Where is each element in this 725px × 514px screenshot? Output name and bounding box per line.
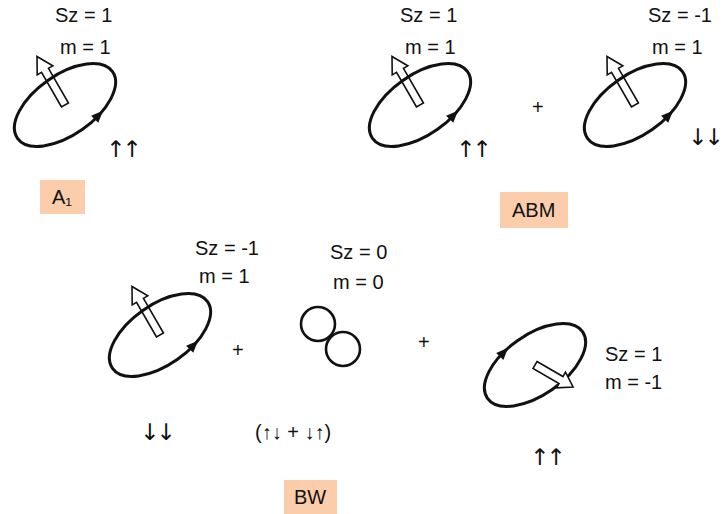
state-label: Sz = 1 [605,342,662,366]
state-label: m = -1 [605,370,662,394]
state-label: Sz = 1 [55,3,112,27]
spin-arrows: ↑↑ [530,445,563,469]
state-label: m = 1 [405,35,456,59]
state-label: Sz = 1 [400,3,457,27]
state-label: m = 1 [652,35,703,59]
spin-arrows: ↑↑ [106,137,139,161]
state-label: m = 0 [333,270,384,294]
state-label: (↑↓ + ↓↑) [255,420,331,444]
plus-sign: + [418,330,430,354]
state-label: Sz = -1 [195,236,259,260]
plus-sign: + [232,338,244,362]
spin-arrows: ↑↑ [456,137,489,161]
plus-sign: + [532,95,544,119]
spin-arrows: ↓↓ [140,420,173,444]
state-label: m = 1 [199,264,250,288]
phase-name: BW [294,485,327,509]
phase-name: A₁ [52,185,73,209]
spin-arrows: ↓↓ [688,125,721,149]
state-label: Sz = 0 [330,240,387,264]
state-label: Sz = -1 [648,3,712,27]
phase-name: ABM [512,198,556,222]
phase-label-box: ABM [500,192,568,228]
phase-label-box: BW [284,480,337,514]
phase-label-box: A₁ [40,180,85,214]
state-label: m = 1 [60,35,111,59]
